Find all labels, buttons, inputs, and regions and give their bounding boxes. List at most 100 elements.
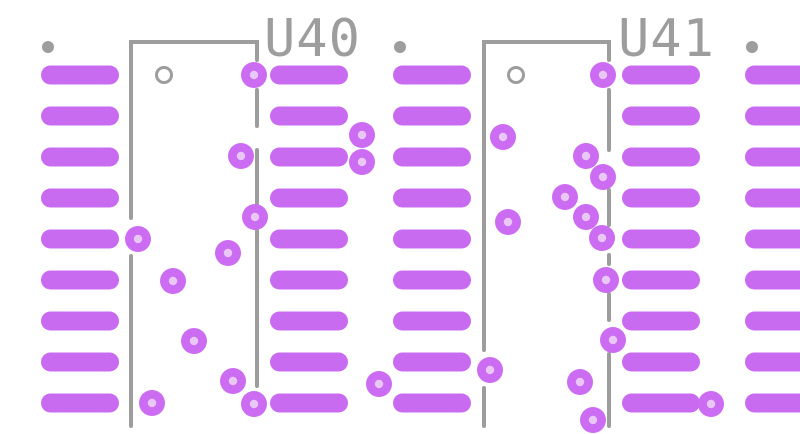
- via-17[interactable]: [590, 164, 616, 190]
- via-drill-hole: [133, 234, 143, 244]
- pad-u40-left-4[interactable]: [41, 188, 119, 208]
- pad-u41-left-7[interactable]: [393, 311, 471, 331]
- pad-u41-right-8[interactable]: [622, 352, 700, 372]
- pad-u41-right-5[interactable]: [622, 229, 700, 249]
- via-drill-hole: [147, 398, 157, 408]
- footprint-u40[interactable]: U40: [42, 9, 361, 428]
- pad-u40-left-6[interactable]: [41, 270, 119, 290]
- via-26[interactable]: [698, 391, 724, 417]
- via-14[interactable]: [590, 62, 616, 88]
- via-drill-hole: [706, 399, 716, 409]
- via-1[interactable]: [241, 62, 267, 88]
- via-13[interactable]: [139, 390, 165, 416]
- via-15[interactable]: [490, 124, 516, 150]
- pad-u41-left-4[interactable]: [393, 188, 471, 208]
- origin-dot-u41: [394, 41, 406, 53]
- footprint-u41[interactable]: U41: [394, 9, 758, 428]
- via-20[interactable]: [573, 204, 599, 230]
- pad-u41-left-1[interactable]: [393, 65, 471, 85]
- via-drill-hole: [601, 275, 611, 285]
- via-16[interactable]: [573, 143, 599, 169]
- pad-u41-left-3[interactable]: [393, 147, 471, 167]
- refdes-label-u41: U41: [618, 9, 715, 69]
- via-drill-hole: [598, 70, 608, 80]
- pad-u40-right-4[interactable]: [270, 188, 348, 208]
- pad-u42-left-9[interactable]: [745, 393, 800, 413]
- pad-u40-right-6[interactable]: [270, 270, 348, 290]
- pad-u40-right-9[interactable]: [270, 393, 348, 413]
- pad-u42-left-8[interactable]: [745, 352, 800, 372]
- via-drill-hole: [498, 132, 508, 142]
- via-drill-hole: [485, 365, 495, 375]
- pin1-marker-u40: [155, 66, 173, 84]
- pad-u41-left-6[interactable]: [393, 270, 471, 290]
- silkscreen-outline-u41: [482, 40, 611, 428]
- pad-u41-right-1[interactable]: [622, 65, 700, 85]
- via-24[interactable]: [477, 357, 503, 383]
- via-25[interactable]: [567, 369, 593, 395]
- via-11[interactable]: [366, 371, 392, 397]
- pad-u40-right-2[interactable]: [270, 106, 348, 126]
- pad-u40-right-3[interactable]: [270, 147, 348, 167]
- pad-u40-right-7[interactable]: [270, 311, 348, 331]
- via-drill-hole: [249, 399, 259, 409]
- pad-u42-left-2[interactable]: [745, 106, 800, 126]
- via-10[interactable]: [220, 368, 246, 394]
- via-2[interactable]: [349, 122, 375, 148]
- via-8[interactable]: [160, 268, 186, 294]
- origin-dot-u40: [42, 41, 54, 53]
- via-drill-hole: [575, 377, 585, 387]
- origin-dot-u42: [746, 41, 758, 53]
- pad-u41-right-4[interactable]: [622, 188, 700, 208]
- pad-u41-left-8[interactable]: [393, 352, 471, 372]
- via-18[interactable]: [552, 184, 578, 210]
- via-7[interactable]: [215, 240, 241, 266]
- pad-u40-left-1[interactable]: [41, 65, 119, 85]
- pad-u41-right-2[interactable]: [622, 106, 700, 126]
- pad-u40-right-8[interactable]: [270, 352, 348, 372]
- vias: [125, 62, 724, 433]
- pin1-marker-u41: [507, 66, 525, 84]
- via-drill-hole: [236, 151, 246, 161]
- pad-u42-left-7[interactable]: [745, 311, 800, 331]
- pad-u42-left-5[interactable]: [745, 229, 800, 249]
- via-drill-hole: [503, 217, 513, 227]
- pad-u41-left-2[interactable]: [393, 106, 471, 126]
- via-5[interactable]: [242, 204, 268, 230]
- pad-u42-left-3[interactable]: [745, 147, 800, 167]
- pad-u40-left-8[interactable]: [41, 352, 119, 372]
- pad-u41-right-7[interactable]: [622, 311, 700, 331]
- via-21[interactable]: [589, 225, 615, 251]
- via-drill-hole: [581, 151, 591, 161]
- pad-u40-right-5[interactable]: [270, 229, 348, 249]
- pad-u42-left-1[interactable]: [745, 65, 800, 85]
- via-22[interactable]: [593, 267, 619, 293]
- silkscreen-outline-u40: [129, 40, 259, 428]
- via-drill-hole: [250, 212, 260, 222]
- pad-u41-right-9[interactable]: [622, 393, 700, 413]
- pad-u42-left-4[interactable]: [745, 188, 800, 208]
- pad-u41-left-5[interactable]: [393, 229, 471, 249]
- via-9[interactable]: [181, 328, 207, 354]
- pad-u40-left-9[interactable]: [41, 393, 119, 413]
- pad-u40-left-3[interactable]: [41, 147, 119, 167]
- via-19[interactable]: [495, 209, 521, 235]
- pad-u41-left-9[interactable]: [393, 393, 471, 413]
- via-27[interactable]: [580, 407, 606, 433]
- pad-u41-right-3[interactable]: [622, 147, 700, 167]
- via-12[interactable]: [241, 391, 267, 417]
- pad-u40-right-1[interactable]: [270, 65, 348, 85]
- pad-u42-left-6[interactable]: [745, 270, 800, 290]
- smd-pads: [41, 65, 800, 413]
- via-drill-hole: [357, 157, 367, 167]
- pad-u40-left-5[interactable]: [41, 229, 119, 249]
- via-6[interactable]: [125, 226, 151, 252]
- pad-u40-left-7[interactable]: [41, 311, 119, 331]
- via-3[interactable]: [349, 149, 375, 175]
- pad-u41-right-6[interactable]: [622, 270, 700, 290]
- via-23[interactable]: [600, 327, 626, 353]
- via-4[interactable]: [228, 143, 254, 169]
- pad-u40-left-2[interactable]: [41, 106, 119, 126]
- via-drill-hole: [223, 248, 233, 258]
- via-drill-hole: [228, 376, 238, 386]
